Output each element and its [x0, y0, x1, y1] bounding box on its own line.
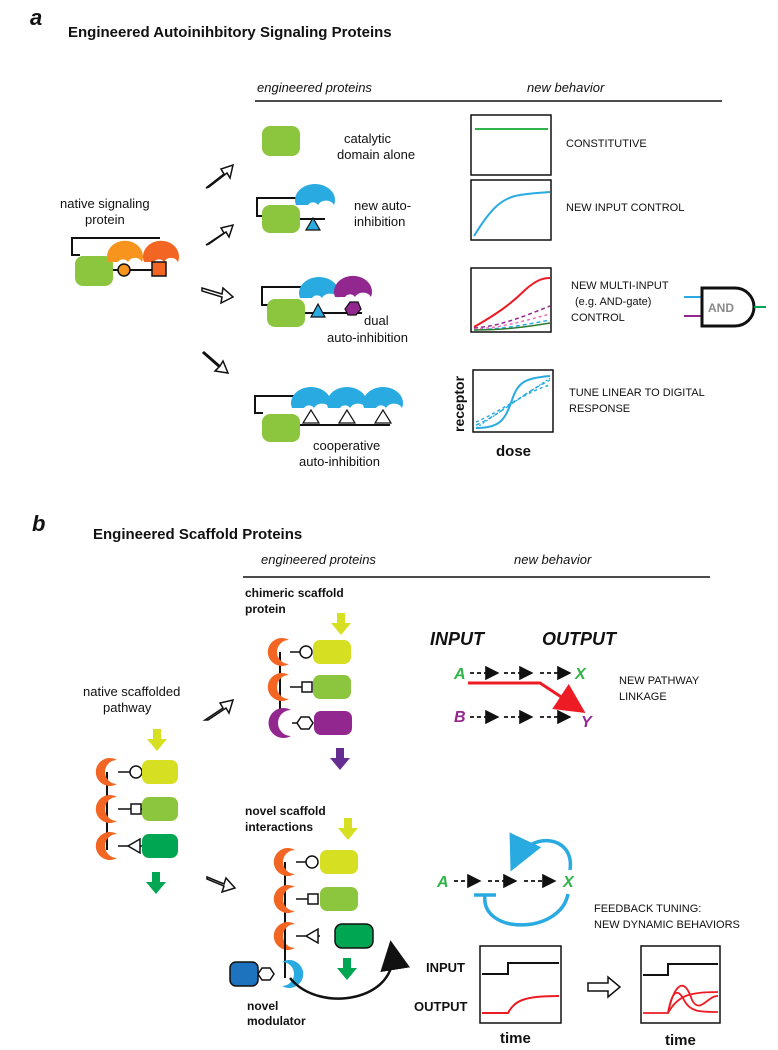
feedback-label-1: FEEDBACK TUNING:: [594, 903, 701, 915]
panel-b-title: Engineered Scaffold Proteins: [93, 526, 302, 543]
novel-label-2: interactions: [245, 820, 313, 834]
negative-feedback-arrow: [474, 893, 570, 927]
time-label-2: time: [665, 1032, 696, 1049]
modulator-label-1: novel: [247, 999, 278, 1013]
row3-behavior-2: (e.g. AND-gate): [575, 296, 651, 308]
row3-behavior-3: CONTROL: [571, 312, 625, 324]
time-plot-2: [640, 945, 721, 1024]
time-plot-1: [479, 945, 562, 1024]
branch-arrows-b: [202, 698, 237, 894]
cooperative-protein-icon: [254, 387, 404, 442]
row4-label-2: auto-inhibition: [299, 454, 380, 469]
row1-label-1: catalytic: [344, 131, 391, 146]
time-label-1: time: [500, 1030, 531, 1047]
auto-inhibition-protein-icon: [256, 184, 335, 233]
plot-output-label: OUTPUT: [414, 999, 468, 1014]
plot-input-label: INPUT: [426, 960, 465, 975]
native-label-2: protein: [85, 212, 125, 227]
node-a-1: A: [453, 666, 466, 683]
novel-label-1: novel scaffold: [245, 804, 326, 818]
input-control-plot: [470, 179, 552, 241]
row2-label-1: new auto-: [354, 198, 411, 213]
chimeric-label-2: protein: [245, 602, 286, 616]
col-behavior-a: new behavior: [527, 80, 605, 95]
col-behavior-b: new behavior: [514, 552, 592, 567]
row4-behavior-1: TUNE LINEAR TO DIGITAL: [569, 387, 705, 399]
dual-inhibition-protein-icon: [261, 275, 372, 327]
node-x-2: X: [562, 874, 575, 891]
native-protein-icon: [71, 237, 179, 286]
row2-behavior: NEW INPUT CONTROL: [566, 202, 684, 214]
col-engineered-b: engineered proteins: [261, 552, 376, 567]
node-a-2: A: [436, 874, 449, 891]
native-scaffold-label-2: pathway: [103, 700, 152, 715]
panel-b-letter: b: [32, 511, 45, 536]
and-gate-label: AND: [708, 301, 734, 315]
chimeric-label-1: chimeric scaffold: [245, 586, 344, 600]
axis-y-receptor: receptor: [451, 375, 467, 432]
positive-feedback-arrow: [509, 832, 572, 872]
constitutive-plot: [470, 114, 552, 176]
native-scaffold-label-1: native scaffolded: [83, 684, 180, 699]
panel-a-title: Engineered Autoinihbitory Signaling Prot…: [68, 24, 392, 41]
linkage-red-arrow: [468, 681, 586, 713]
row3-label-1: dual: [364, 313, 389, 328]
novel-scaffold-icon: [229, 818, 410, 1000]
modulator-label-2: modulator: [247, 1014, 306, 1028]
row1-label-2: domain alone: [337, 147, 415, 162]
node-x-1: X: [574, 666, 587, 683]
axis-x-dose: dose: [496, 443, 531, 460]
row1-behavior: CONSTITUTIVE: [566, 138, 647, 150]
multi-input-plot: [470, 267, 552, 333]
output-heading: OUTPUT: [542, 629, 618, 649]
row4-behavior-2: RESPONSE: [569, 403, 630, 415]
tuning-plot: [472, 369, 554, 433]
row4-label-1: cooperative: [313, 438, 380, 453]
feedback-label-2: NEW DYNAMIC BEHAVIORS: [594, 919, 740, 931]
catalytic-domain-icon: [262, 126, 300, 156]
row2-label-2: inhibition: [354, 214, 405, 229]
linkage-label-1: NEW PATHWAY: [619, 675, 700, 687]
input-heading: INPUT: [430, 629, 486, 649]
chimeric-scaffold-icon: [267, 613, 352, 770]
transform-arrow: [587, 975, 622, 999]
row3-behavior-1: NEW MULTI-INPUT: [571, 280, 669, 292]
node-y: Y: [581, 714, 593, 731]
native-scaffold-icon: [95, 729, 178, 894]
and-gate-icon: AND: [684, 286, 766, 328]
linkage-label-2: LINKAGE: [619, 691, 667, 703]
native-label-1: native signaling: [60, 196, 150, 211]
col-engineered-a: engineered proteins: [257, 80, 372, 95]
panel-a-letter: a: [30, 5, 42, 30]
row3-label-2: auto-inhibition: [327, 330, 408, 345]
node-b: B: [454, 709, 466, 726]
branch-arrows-a: [201, 163, 235, 374]
